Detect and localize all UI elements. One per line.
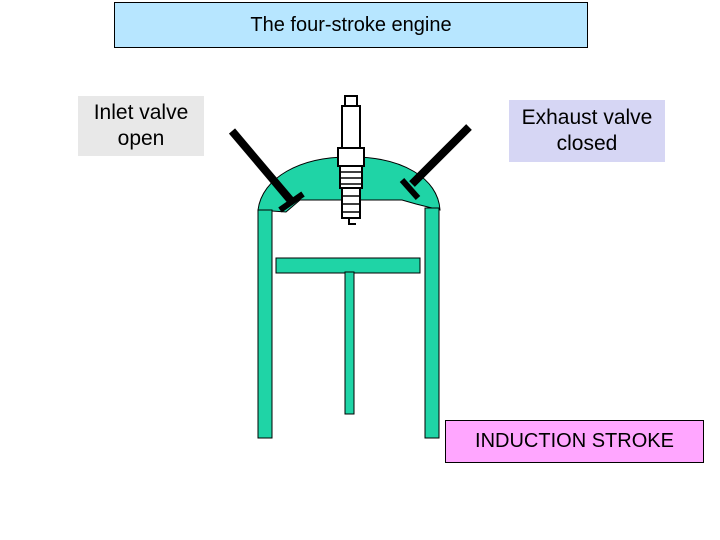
stroke-label: INDUCTION STROKE (445, 420, 704, 463)
exhaust-valve (399, 124, 472, 200)
spark-plug (337, 95, 365, 225)
inlet-valve (228, 128, 305, 213)
cylinder-wall-left (257, 209, 273, 439)
cylinder-wall-right (424, 207, 440, 439)
exhaust-valve-label: Exhaust valve closed (509, 100, 665, 162)
connecting-rod (344, 271, 355, 415)
inlet-valve-label: Inlet valve open (78, 96, 204, 156)
piston (275, 257, 421, 274)
diagram-title: The four-stroke engine (114, 2, 588, 48)
